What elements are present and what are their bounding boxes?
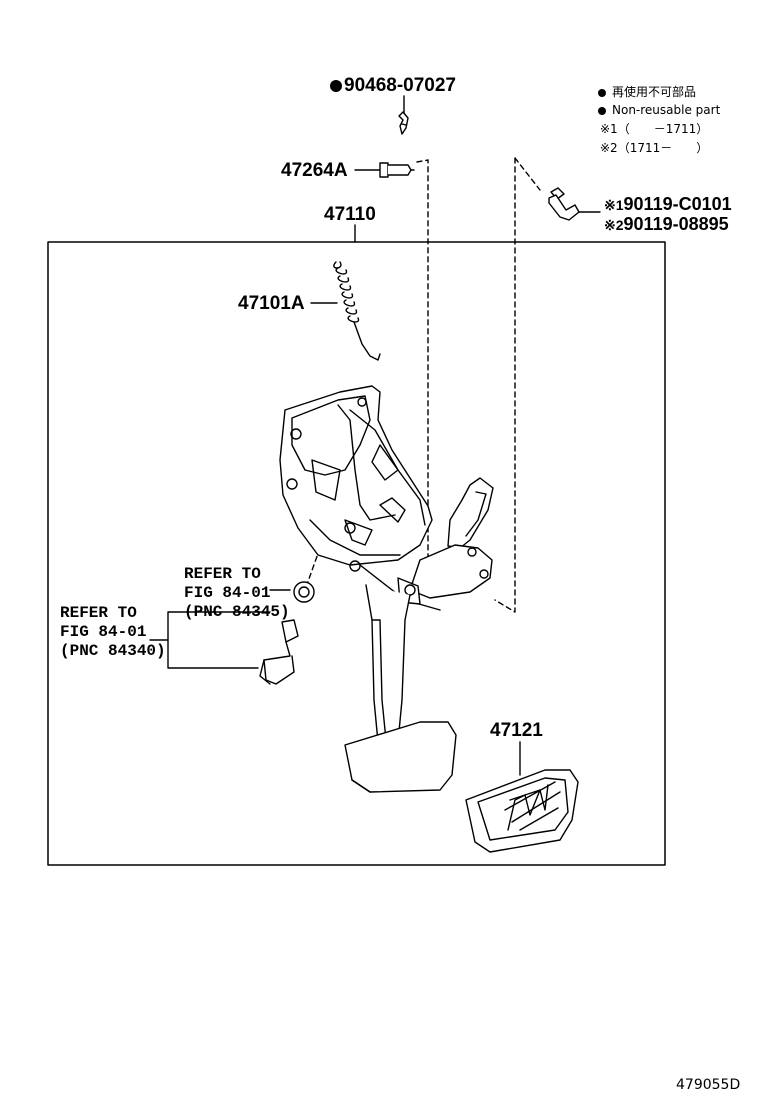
legend-nonreusable-en: Non-reusable part <box>598 104 720 116</box>
legend-range-2: ※2（1711－ ） <box>600 141 709 155</box>
dashed-guide-right <box>494 157 541 613</box>
assembly-frame <box>47 241 666 866</box>
part-label-90119-2: ※290119-08895 <box>604 214 729 234</box>
part-label-47110: 47110 <box>324 204 376 225</box>
pedal-pad-icon <box>344 721 457 793</box>
return-spring-icon <box>310 261 381 361</box>
nonreusable-bullet-icon <box>330 79 342 92</box>
stopper-bracket-icon <box>397 477 494 605</box>
pedal-lever-icon <box>365 584 411 743</box>
pedal-bracket-icon <box>279 385 441 611</box>
part-label-47264A: 47264A <box>281 160 348 181</box>
dashed-guide-left <box>416 159 429 561</box>
pedal-pad-cover-icon <box>465 741 579 853</box>
part-label-47101A: 47101A <box>238 293 305 314</box>
legend-nonreusable-jp: 再使用不可部品 <box>598 86 696 98</box>
reference-note-84340: REFER TO FIG 84-01 (PNC 84340) <box>60 604 166 660</box>
reference-note-84345: REFER TO FIG 84-01 (PNC 84345) <box>184 565 290 621</box>
legend-range-1: ※1（ －1711） <box>600 122 709 136</box>
bullet-icon <box>598 106 606 115</box>
part-label-90119-1: ※190119-C0101 <box>604 194 732 214</box>
part-label-90468: 90468-07027 <box>330 76 456 95</box>
bullet-icon <box>598 88 606 97</box>
clip-part-icon <box>398 95 409 135</box>
diagram-code: 479055D <box>676 1077 741 1093</box>
pin-part-icon <box>354 162 418 178</box>
reference-brackets <box>149 589 291 669</box>
stop-lamp-switch-icon <box>259 581 315 685</box>
part-label-47121: 47121 <box>490 720 543 741</box>
bolt-part-icon <box>548 187 601 221</box>
